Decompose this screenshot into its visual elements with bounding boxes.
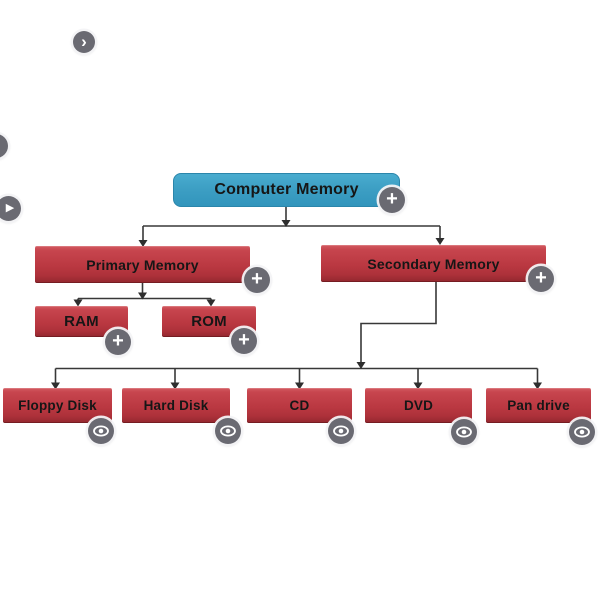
node-floppy-disk[interactable]: Floppy Disk bbox=[3, 388, 112, 423]
play-button[interactable]: ▶ bbox=[0, 196, 21, 221]
plus-icon: + bbox=[251, 268, 263, 290]
view-button-cd[interactable] bbox=[328, 418, 354, 444]
node-dvd[interactable]: DVD bbox=[365, 388, 472, 423]
node-label: Pan drive bbox=[507, 398, 570, 413]
node-cd[interactable]: CD bbox=[247, 388, 352, 423]
view-button-dvd[interactable] bbox=[451, 419, 477, 445]
node-hard-disk[interactable]: Hard Disk bbox=[122, 388, 230, 423]
node-secondary-memory[interactable]: Secondary Memory bbox=[321, 245, 546, 282]
plus-icon: + bbox=[238, 329, 250, 351]
node-computer-memory[interactable]: Computer Memory bbox=[173, 173, 400, 207]
expand-button-secondary-memory[interactable]: + bbox=[528, 266, 554, 292]
node-label: Primary Memory bbox=[86, 256, 199, 273]
next-button[interactable]: › bbox=[73, 31, 95, 53]
chevron-right-icon: › bbox=[81, 31, 87, 51]
view-button-hard-disk[interactable] bbox=[215, 418, 241, 444]
node-label: Computer Memory bbox=[214, 181, 359, 198]
edge-button-partial[interactable] bbox=[0, 134, 8, 158]
node-primary-memory[interactable]: Primary Memory bbox=[35, 246, 250, 283]
plus-icon: + bbox=[112, 330, 124, 352]
expand-button-computer-memory[interactable]: + bbox=[379, 187, 405, 213]
expand-button-primary-memory[interactable]: + bbox=[244, 267, 270, 293]
node-label: Secondary Memory bbox=[367, 255, 500, 272]
eye-icon bbox=[93, 425, 109, 437]
expand-button-ram[interactable]: + bbox=[105, 329, 131, 355]
eye-icon bbox=[456, 426, 472, 438]
eye-icon bbox=[333, 425, 349, 437]
expand-button-rom[interactable]: + bbox=[231, 328, 257, 354]
node-label: CD bbox=[289, 398, 310, 413]
play-icon: ▶ bbox=[5, 202, 15, 214]
node-pan-drive[interactable]: Pan drive bbox=[486, 388, 591, 423]
view-button-pan-drive[interactable] bbox=[569, 419, 595, 445]
node-label: RAM bbox=[64, 313, 99, 330]
node-label: DVD bbox=[403, 398, 434, 413]
eye-icon bbox=[574, 426, 590, 438]
node-label: Hard Disk bbox=[143, 398, 209, 413]
plus-icon: + bbox=[386, 188, 398, 210]
eye-icon bbox=[220, 425, 236, 437]
view-button-floppy-disk[interactable] bbox=[88, 418, 114, 444]
plus-icon: + bbox=[535, 267, 547, 289]
node-label: ROM bbox=[191, 313, 227, 330]
connector bbox=[360, 282, 437, 362]
node-label: Floppy Disk bbox=[18, 398, 97, 413]
